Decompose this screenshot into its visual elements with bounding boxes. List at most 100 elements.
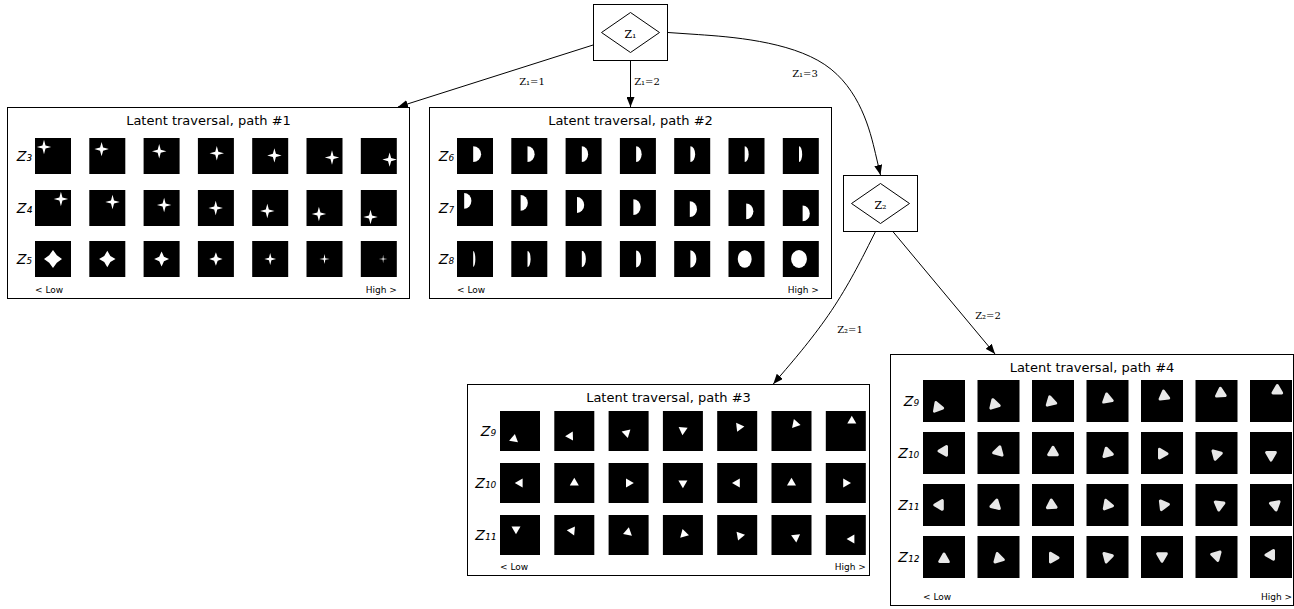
- axis-label: High >: [1261, 592, 1292, 602]
- thumbnail: [729, 241, 765, 277]
- thumbnail: [198, 190, 234, 226]
- text-holder: High >: [806, 556, 866, 574]
- thumbnail-ground: [783, 190, 819, 226]
- thumbnail: [826, 515, 866, 555]
- thumbnail-shape: [464, 193, 471, 209]
- thumbnail-ground: [252, 241, 288, 277]
- thumbnail-ground: [89, 241, 125, 277]
- thumbnail-ground: [620, 190, 656, 226]
- thumbnail-ground: [717, 463, 757, 503]
- thumbnail-ground: [89, 138, 125, 174]
- thumbnail-shape: [843, 478, 851, 487]
- thumbnail-ground: [500, 515, 540, 555]
- thumbnail: [609, 463, 649, 503]
- thumbnail: [717, 515, 757, 555]
- text-holder: Z₂=1: [836, 319, 864, 337]
- thumbnail: [361, 190, 397, 226]
- latent-label: Z₉: [481, 423, 496, 439]
- thumbnail-ground: [198, 190, 234, 226]
- latent-label: Z₈: [439, 251, 454, 267]
- text-holder: Z₁=3: [791, 63, 819, 81]
- thumbnail-ground: [198, 241, 234, 277]
- thumbnail: [1087, 484, 1129, 526]
- thumbnail-ground: [1250, 432, 1292, 474]
- branch-label: Z₁=3: [791, 68, 819, 79]
- thumbnail-shape: [1160, 391, 1169, 399]
- thumbnail: [772, 463, 812, 503]
- thumbnail-shape: [105, 195, 119, 209]
- thumbnail-shape: [473, 251, 475, 267]
- thumbnail-ground: [198, 138, 234, 174]
- thumbnail-shape: [1266, 551, 1274, 560]
- thumbnail: [361, 241, 397, 277]
- thumbnail: [1141, 432, 1183, 474]
- thumbnail: [566, 241, 602, 277]
- panel-title: Latent traversal, path #1: [126, 113, 291, 128]
- thumbnail-ground: [511, 190, 547, 226]
- thumbnail-ground: [663, 463, 703, 503]
- thumbnail: [566, 138, 602, 174]
- thumbnail-ground: [307, 190, 343, 226]
- thumbnail: [500, 515, 540, 555]
- thumbnail-ground: [923, 432, 965, 474]
- thumbnail: [1196, 432, 1238, 474]
- thumbnail: [826, 411, 866, 451]
- traversal-panel: Latent traversal, path #2Z₆Z₇Z₈< LowHigh…: [429, 107, 832, 299]
- thumbnail-shape: [567, 526, 575, 535]
- thumbnail-ground: [674, 190, 710, 226]
- thumbnail-ground: [609, 515, 649, 555]
- thumbnail-ground: [144, 138, 180, 174]
- thumbnail-ground: [923, 380, 965, 422]
- thumbnail-ground: [566, 190, 602, 226]
- thumbnail-shape: [690, 201, 697, 217]
- thumbnail-ground: [1032, 484, 1074, 526]
- thumbnail-ground: [1087, 484, 1129, 526]
- thumbnail-shape: [1104, 500, 1112, 509]
- thumbnail: [923, 380, 965, 422]
- thumbnail: [674, 241, 710, 277]
- thumbnail-ground: [500, 463, 540, 503]
- thumbnail-ground: [1087, 432, 1129, 474]
- thumbnail-ground: [609, 411, 649, 451]
- latent-label: Z₆: [439, 148, 454, 164]
- thumbnail-ground: [923, 536, 965, 578]
- thumbnail-ground: [361, 241, 397, 277]
- thumbnail: [307, 190, 343, 226]
- thumbnail-shape: [37, 140, 51, 154]
- text-holder: Z₉: [891, 392, 919, 410]
- thumbnail: [663, 463, 703, 503]
- thumbnail: [663, 515, 703, 555]
- branch-arrow: [668, 33, 881, 176]
- thumbnail: [1250, 380, 1292, 422]
- thumbnail: [609, 411, 649, 451]
- text-holder: Z₁₁: [891, 496, 919, 514]
- thumbnail-shape: [1267, 453, 1276, 461]
- thumbnail-shape: [994, 447, 1002, 455]
- thumbnail-shape: [382, 152, 396, 166]
- thumbnail-ground: [772, 411, 812, 451]
- thumbnail-shape: [94, 142, 108, 156]
- latent-label: Z₁₀: [475, 475, 496, 491]
- latent-label: Z₅: [17, 251, 32, 267]
- thumbnail-shape: [737, 532, 745, 541]
- text-holder: < Low: [457, 279, 485, 297]
- thumbnail: [198, 138, 234, 174]
- latent-thumbnails: [430, 108, 831, 298]
- thumbnail: [729, 190, 765, 226]
- thumbnail-shape: [511, 526, 520, 534]
- thumbnail-ground: [826, 463, 866, 503]
- thumbnail: [783, 241, 819, 277]
- thumbnail: [35, 241, 71, 277]
- thumbnail-ground: [252, 138, 288, 174]
- branch-arrow: [630, 61, 631, 107]
- thumbnail-ground: [35, 138, 71, 174]
- thumbnail-ground: [620, 241, 656, 277]
- text-holder: High >: [1232, 586, 1292, 604]
- thumbnail: [89, 190, 125, 226]
- text-holder: Z₇: [430, 199, 454, 217]
- thumbnail-shape: [515, 478, 523, 487]
- thumbnail: [35, 190, 71, 226]
- thumbnail-shape: [319, 254, 329, 264]
- thumbnail-shape: [312, 207, 326, 221]
- thumbnail-ground: [511, 138, 547, 174]
